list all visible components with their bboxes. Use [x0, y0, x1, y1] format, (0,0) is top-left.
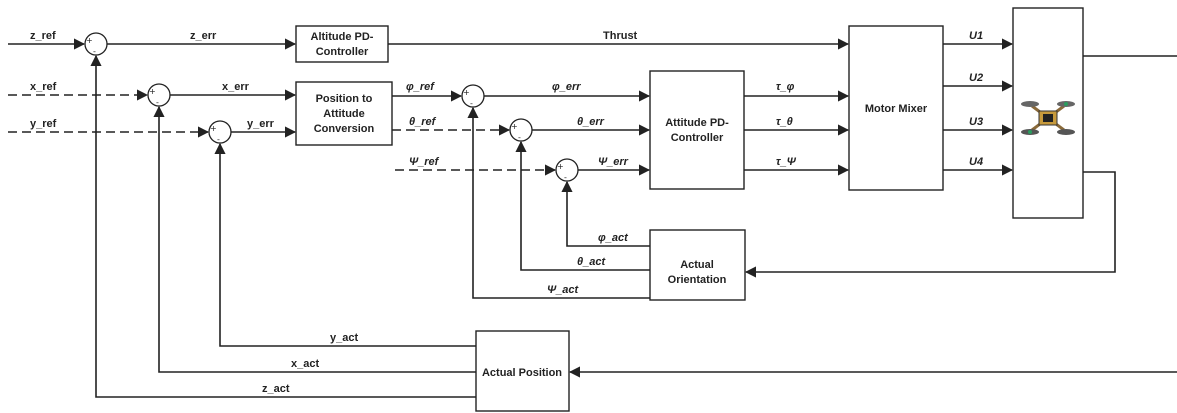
tau-psi-label: τ_Ψ	[776, 156, 797, 168]
svg-text:-: -	[518, 133, 521, 142]
svg-text:-: -	[217, 135, 220, 144]
svg-text:-: -	[470, 99, 473, 108]
svg-text:+: +	[511, 122, 518, 131]
drone-block	[1013, 8, 1083, 218]
block-label: Conversion	[314, 123, 375, 135]
svg-text:-: -	[156, 98, 159, 107]
z-err-label: z_err	[190, 30, 217, 42]
y-ref-label: y_ref	[30, 118, 57, 130]
block-label: Actual Position	[482, 367, 562, 379]
svg-text:-: -	[93, 47, 96, 56]
block-label: Controller	[316, 46, 369, 58]
u3-label: U3	[969, 116, 983, 128]
block-label: Actual	[680, 259, 714, 271]
z-ref-label: z_ref	[30, 30, 56, 42]
psi-err-label: Ψ_err	[598, 156, 629, 168]
psi-act-label: Ψ_act	[547, 284, 579, 296]
y-err-label: y_err	[247, 118, 275, 130]
x-err-label: x_err	[222, 81, 250, 93]
z-act-label: z_act	[262, 383, 290, 395]
attitude-pd-controller-block: Attitude PD- Controller	[650, 71, 744, 189]
block-label: Position to	[316, 93, 373, 105]
theta-ref-label: θ_ref	[409, 116, 437, 128]
summing-junction-z: + -	[85, 33, 107, 56]
block-label: Attitude PD-	[665, 117, 729, 129]
block-label: Orientation	[668, 274, 727, 286]
block-label: Altitude PD-	[311, 31, 374, 43]
u4-label: U4	[969, 156, 983, 168]
summing-junction-psi: + -	[556, 159, 578, 182]
block-label: Motor Mixer	[865, 103, 928, 115]
altitude-pd-controller-block: Altitude PD- Controller	[296, 26, 388, 62]
block-label: Controller	[671, 132, 724, 144]
actual-position-block: Actual Position	[476, 331, 569, 411]
svg-text:+: +	[463, 88, 470, 97]
u1-label: U1	[969, 30, 983, 42]
summing-junction-phi: + -	[462, 85, 484, 108]
svg-text:+: +	[86, 36, 93, 45]
x-ref-label: x_ref	[30, 81, 57, 93]
forward-paths	[8, 44, 1177, 170]
phi-ref-label: φ_ref	[406, 81, 435, 93]
svg-text:+: +	[149, 87, 156, 96]
svg-text:+: +	[557, 162, 564, 171]
theta-err-label: θ_err	[577, 116, 605, 128]
thrust-label: Thrust	[603, 30, 638, 42]
block-label: Attitude	[323, 108, 365, 120]
svg-text:+: +	[210, 124, 217, 133]
summing-junction-x: + -	[148, 84, 170, 107]
theta-act-label: θ_act	[577, 256, 606, 268]
summing-junction-y: + -	[209, 121, 231, 144]
motor-mixer-block: Motor Mixer	[849, 26, 943, 190]
x-act-label: x_act	[291, 358, 319, 370]
position-to-attitude-block: Position to Attitude Conversion	[296, 82, 392, 145]
summing-junction-theta: + -	[510, 119, 532, 142]
tau-theta-label: τ_θ	[776, 116, 793, 128]
phi-act-label: φ_act	[598, 232, 629, 244]
u2-label: U2	[969, 72, 983, 84]
psi-ref-label: Ψ_ref	[409, 156, 440, 168]
phi-err-label: φ_err	[552, 81, 581, 93]
y-act-label: y_act	[330, 332, 358, 344]
actual-orientation-block: Actual Orientation	[650, 230, 745, 300]
tau-phi-label: τ_φ	[776, 81, 795, 93]
svg-text:-: -	[564, 173, 567, 182]
